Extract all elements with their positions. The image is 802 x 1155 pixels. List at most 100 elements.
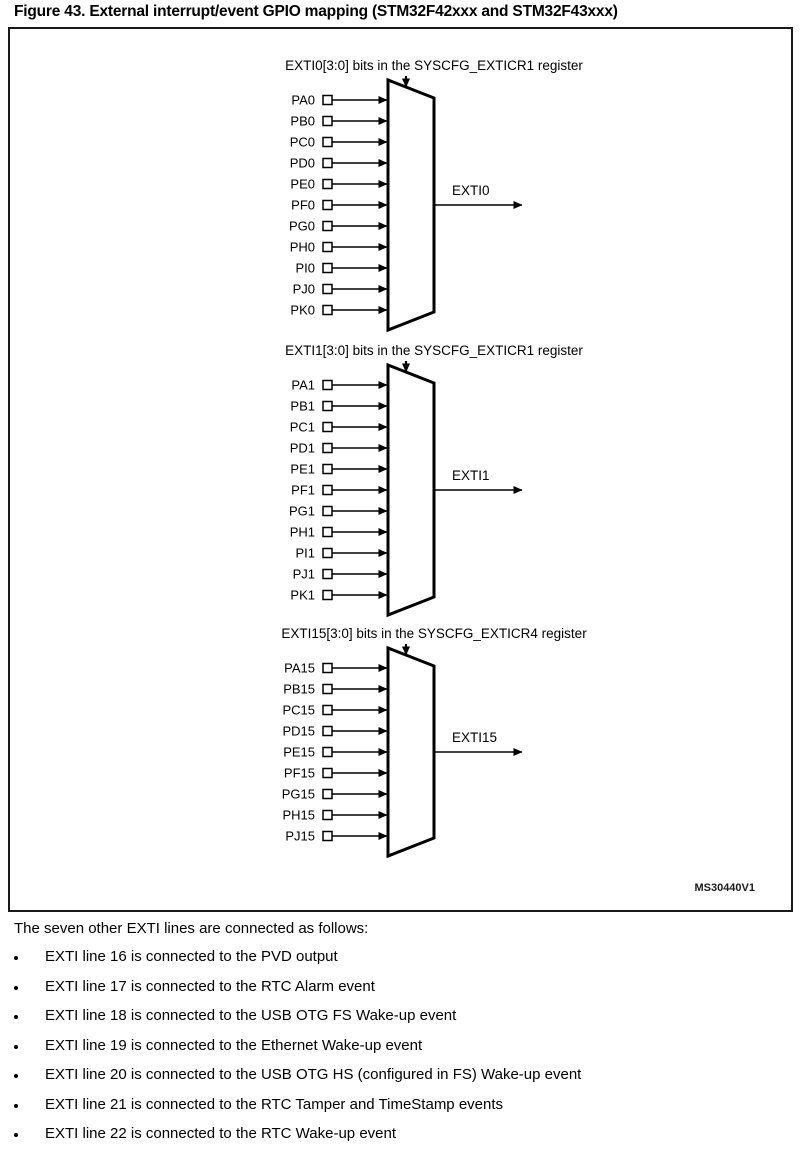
- pin-pad: [322, 505, 333, 517]
- list-item-label: EXTI line 21 is connected to the RTC Tam…: [45, 1095, 504, 1113]
- mux-output-label: EXTI0: [452, 183, 490, 198]
- pin-label: PA0: [291, 93, 315, 108]
- bullet-icon: [14, 956, 18, 960]
- pin-pad: [322, 547, 333, 559]
- pin-label: PE15: [283, 745, 315, 760]
- mux-input-pin: PB0: [290, 114, 388, 129]
- mux-input-pin: PC1: [290, 420, 388, 435]
- pin-pad: [322, 199, 333, 211]
- pin-pad: [322, 463, 333, 475]
- list-item-label: EXTI line 19 is connected to the Etherne…: [45, 1036, 423, 1054]
- pin-label: PA15: [284, 661, 315, 676]
- pin-label: PC1: [290, 420, 315, 435]
- pin-label: PI1: [295, 546, 315, 561]
- pin-pad: [322, 704, 333, 716]
- pin-pad: [322, 809, 333, 821]
- mux-input-pin: PA15: [284, 661, 388, 676]
- mux-output-label: EXTI1: [452, 468, 490, 483]
- figure-title: Figure 43. External interrupt/event GPIO…: [14, 3, 618, 20]
- pin-label: PB0: [290, 114, 315, 129]
- list-item-label: EXTI line 17 is connected to the RTC Ala…: [45, 977, 375, 995]
- pin-pad: [322, 400, 333, 412]
- pin-pad: [322, 115, 333, 127]
- mux-input-pin: PH1: [290, 525, 388, 540]
- mux-block: EXTI15[3:0] bits in the SYSCFG_EXTICR4 r…: [281, 626, 587, 859]
- mux-input-pin: PF1: [291, 483, 388, 498]
- pin-pad: [322, 662, 333, 674]
- pin-label: PD15: [282, 724, 315, 739]
- pin-label: PE1: [290, 462, 315, 477]
- pin-label: PB1: [290, 399, 315, 414]
- pin-label: PI0: [295, 261, 315, 276]
- mux-input-pin: PF0: [291, 198, 388, 213]
- pin-label: PF0: [291, 198, 315, 213]
- pin-label: PG1: [289, 504, 315, 519]
- mux-input-pin: PE0: [290, 177, 388, 192]
- multiplexer-shape: [386, 645, 436, 859]
- pin-pad: [322, 788, 333, 800]
- bullet-icon: [14, 985, 18, 990]
- pin-label: PK0: [290, 303, 315, 318]
- mux-input-pin: PC15: [282, 703, 388, 718]
- pin-pad: [322, 283, 333, 295]
- figure-frame: EXTI0[3:0] bits in the SYSCFG_EXTICR1 re…: [8, 27, 793, 912]
- list-item-label: EXTI line 18 is connected to the USB OTG…: [45, 1007, 457, 1024]
- mux-input-pin: PH15: [282, 808, 388, 823]
- mux-block: EXTI0[3:0] bits in the SYSCFG_EXTICR1 re…: [285, 58, 583, 333]
- mux-input-pin: PG15: [282, 787, 388, 802]
- mux-input-pin: PC0: [290, 135, 388, 150]
- bullet-icon: [14, 1133, 18, 1137]
- mux-input-pin: PJ0: [293, 282, 388, 297]
- mux-control-header: EXTI0[3:0] bits in the SYSCFG_EXTICR1 re…: [285, 58, 583, 73]
- pin-label: PH0: [290, 240, 315, 255]
- bullet-icon: [14, 1015, 18, 1019]
- pin-pad: [322, 220, 333, 232]
- mux-input-pin: PK0: [290, 303, 388, 318]
- mux-input-pin: PI1: [295, 546, 388, 561]
- pin-label: PD0: [290, 156, 315, 171]
- pin-pad: [322, 683, 333, 695]
- pin-pad: [322, 589, 333, 601]
- multiplexer-shape: [386, 77, 436, 333]
- pin-pad: [322, 568, 333, 580]
- mux-input-pin: PI0: [295, 261, 388, 276]
- pin-pad: [322, 421, 333, 433]
- pin-pad: [322, 178, 333, 190]
- pin-pad: [322, 830, 333, 842]
- pin-label: PH15: [282, 808, 315, 823]
- mux-input-pin: PG1: [289, 504, 388, 519]
- pin-pad: [322, 767, 333, 779]
- mux-input-pin: PD15: [282, 724, 388, 739]
- mux-input-pin: PJ15: [285, 829, 388, 844]
- list-item: EXTI line 20 is connected to the USB OTG…: [14, 1066, 794, 1096]
- bullet-icon: [14, 1044, 18, 1049]
- mux-block: EXTI1[3:0] bits in the SYSCFG_EXTICR1 re…: [285, 343, 583, 618]
- pin-pad: [322, 241, 333, 253]
- pin-pad: [322, 262, 333, 274]
- pin-label: PF15: [284, 766, 315, 781]
- pin-pad: [322, 442, 333, 454]
- mux-control-header: EXTI1[3:0] bits in the SYSCFG_EXTICR1 re…: [285, 343, 583, 358]
- pin-label: PF1: [291, 483, 315, 498]
- pin-label: PA1: [291, 378, 315, 393]
- mux-input-pin: PA0: [291, 93, 388, 108]
- bullet-icon: [14, 1103, 18, 1108]
- multiplexer-shape: [386, 362, 436, 618]
- pin-label: PJ1: [293, 567, 315, 582]
- figure-watermark: MS30440V1: [694, 882, 755, 894]
- gpio-mapping-diagram: EXTI0[3:0] bits in the SYSCFG_EXTICR1 re…: [281, 58, 755, 894]
- mux-input-pin: PD0: [290, 156, 388, 171]
- pin-pad: [322, 136, 333, 148]
- pin-pad: [322, 746, 333, 758]
- list-item: EXTI line 21 is connected to the RTC Tam…: [14, 1096, 794, 1126]
- list-item-label: EXTI line 20 is connected to the USB OTG…: [45, 1066, 582, 1083]
- mux-output-label: EXTI15: [452, 730, 497, 745]
- list-item: EXTI line 22 is connected to the RTC Wak…: [14, 1125, 794, 1155]
- pin-label: PE0: [290, 177, 315, 192]
- mux-input-pin: PK1: [290, 588, 388, 603]
- list-item: EXTI line 17 is connected to the RTC Ala…: [14, 978, 794, 1008]
- mux-input-pin: PE1: [290, 462, 388, 477]
- pin-pad: [322, 94, 333, 106]
- mux-input-pin: PA1: [291, 378, 388, 393]
- bullet-icon: [14, 1074, 18, 1078]
